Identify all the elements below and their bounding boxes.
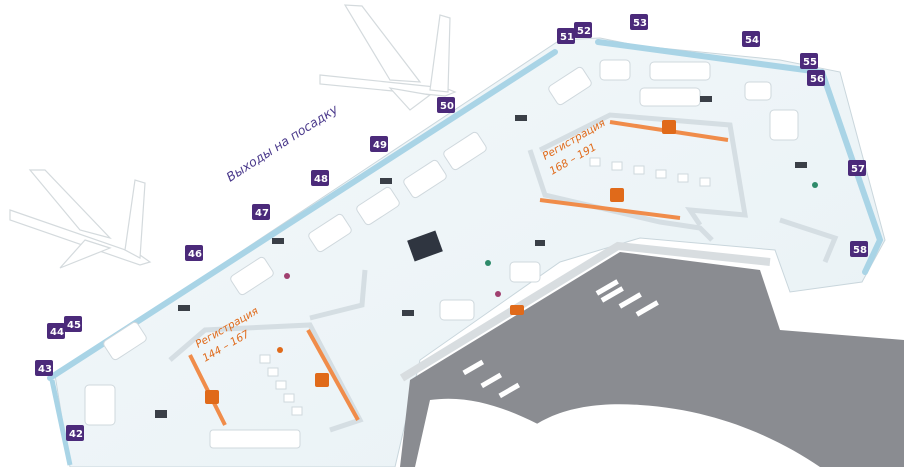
gate-47[interactable]: 47	[252, 204, 270, 220]
svg-text:48: 48	[314, 174, 328, 185]
gate-53[interactable]: 53	[630, 14, 648, 30]
svg-text:54: 54	[745, 35, 759, 46]
svg-text:47: 47	[255, 208, 269, 219]
apron-inner	[500, 404, 820, 467]
gate-58[interactable]: 58	[850, 241, 868, 257]
glass-wall-west	[49, 379, 73, 466]
svg-text:51: 51	[560, 32, 574, 43]
svg-text:46: 46	[188, 249, 202, 260]
gate-50[interactable]: 50	[437, 97, 455, 113]
gate-45[interactable]: 45	[64, 316, 82, 332]
gate-43[interactable]: 43	[35, 360, 53, 376]
gate-56[interactable]: 56	[807, 70, 825, 86]
gate-55[interactable]: 55	[800, 53, 818, 69]
apron-curb	[399, 241, 771, 382]
svg-text:44: 44	[50, 327, 64, 338]
svg-text:45: 45	[67, 320, 81, 331]
svg-text:52: 52	[577, 26, 591, 37]
airplane-icon	[9, 4, 457, 269]
svg-text:50: 50	[440, 101, 454, 112]
gate-46[interactable]: 46	[185, 245, 203, 261]
gate-44[interactable]: 44	[47, 323, 65, 339]
svg-text:49: 49	[373, 140, 387, 151]
glass-wall-east	[819, 69, 884, 275]
gate-48[interactable]: 48	[311, 170, 329, 186]
gate-51[interactable]: 51	[557, 28, 575, 44]
svg-text:43: 43	[38, 364, 52, 375]
svg-text:42: 42	[69, 429, 83, 440]
holdroom-blocks	[84, 59, 799, 449]
checkin-desks	[259, 157, 711, 416]
gate-52[interactable]: 52	[574, 22, 592, 38]
person-icon	[277, 182, 818, 353]
svg-text:58: 58	[853, 245, 867, 256]
svg-text:57: 57	[851, 164, 865, 175]
svg-text:53: 53	[633, 18, 647, 29]
gate-49[interactable]: 49	[370, 136, 388, 152]
gate-54[interactable]: 54	[742, 31, 760, 47]
gate-57[interactable]: 57	[848, 160, 866, 176]
svg-text:56: 56	[810, 74, 824, 85]
apron	[400, 252, 904, 467]
departure-board-icon	[407, 230, 443, 262]
crosswalks	[462, 279, 659, 399]
gate-42[interactable]: 42	[66, 425, 84, 441]
escalator-icon	[155, 96, 807, 418]
glass-wall-top	[595, 39, 823, 75]
inner-walls	[168, 112, 839, 433]
svg-text:55: 55	[803, 57, 817, 68]
checkin-icon	[205, 120, 676, 404]
